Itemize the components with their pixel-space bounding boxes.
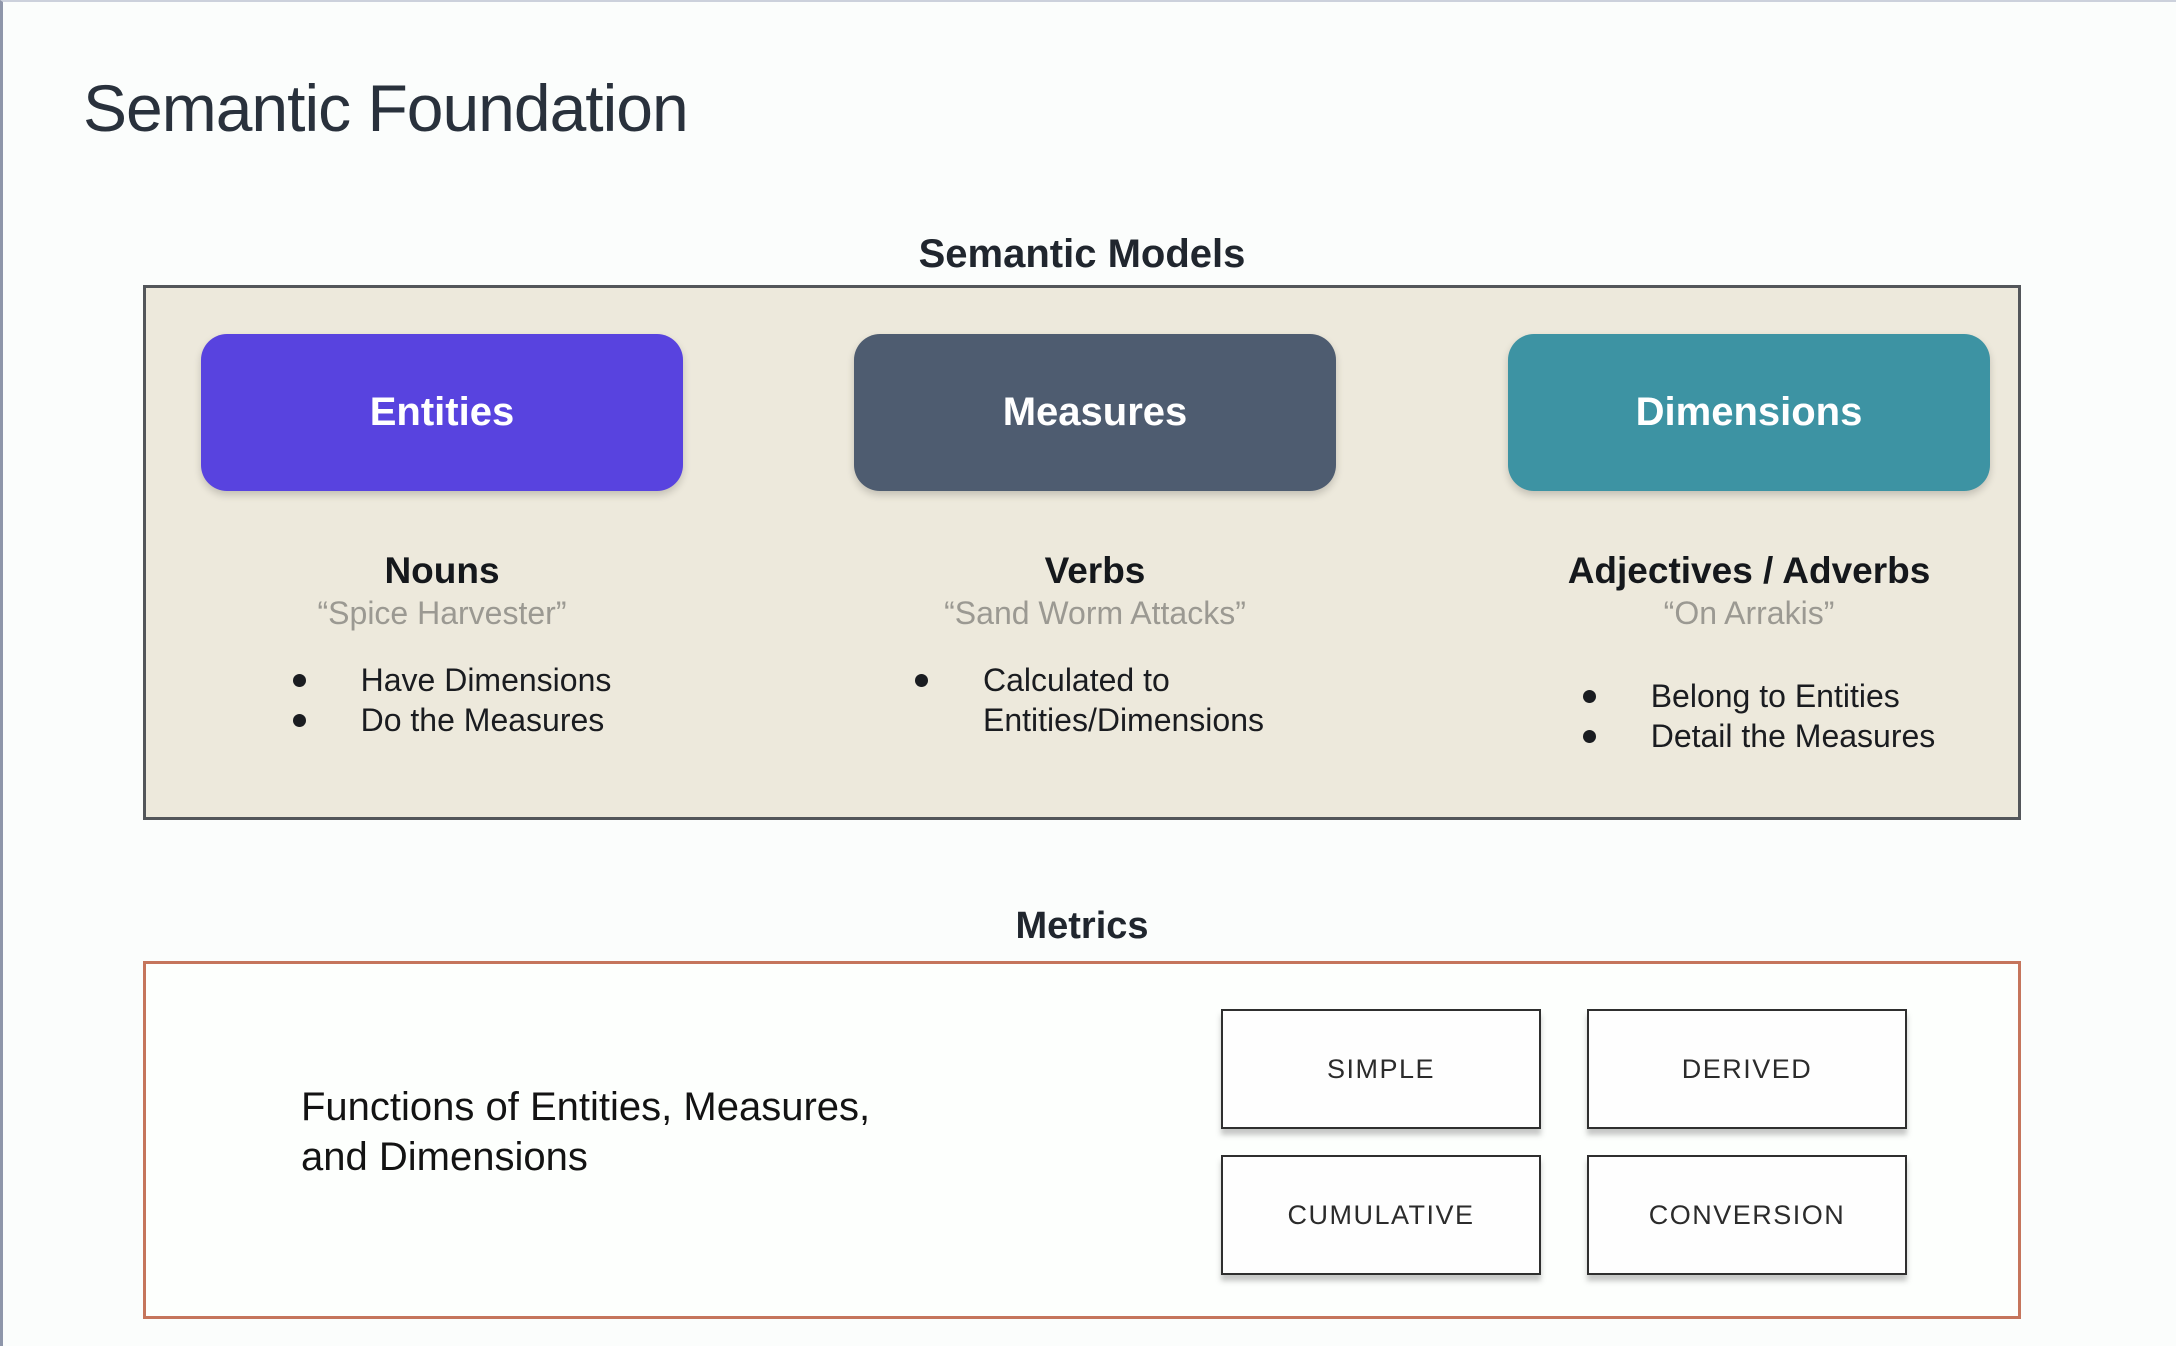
metrics-panel: Functions of Entities, Measures, and Dim… — [143, 961, 2021, 1319]
semantic-models-panel: Entities Measures Dimensions Nouns “Spic… — [143, 285, 2021, 820]
metric-type-conversion: CONVERSION — [1587, 1155, 1907, 1275]
measures-shape: Measures — [854, 334, 1336, 491]
measures-example: “Sand Worm Attacks” — [944, 595, 1246, 631]
metrics-description-line2: and Dimensions — [301, 1135, 588, 1179]
dimensions-part-of-speech: Adjectives / Adverbs — [1567, 550, 1931, 591]
entities-shape: Entities — [201, 334, 683, 491]
entities-column: Nouns “Spice Harvester” Have Dimensions … — [142, 550, 742, 740]
measures-bullet-list: Calculated to Entities/Dimensions — [895, 660, 1295, 740]
metrics-description: Functions of Entities, Measures, and Dim… — [301, 1082, 870, 1182]
dimensions-example: “On Arrakis” — [1663, 595, 1835, 631]
list-item: Do the Measures — [273, 700, 612, 740]
entities-bullet-list: Have Dimensions Do the Measures — [273, 660, 612, 740]
slide-title: Semantic Foundation — [83, 71, 689, 145]
metrics-heading: Metrics — [1015, 905, 1149, 947]
entities-part-of-speech: Nouns — [384, 550, 500, 591]
measures-part-of-speech: Verbs — [1044, 550, 1146, 591]
metric-type-derived: DERIVED — [1587, 1009, 1907, 1129]
dimensions-bullet-list: Belong to Entities Detail the Measures — [1563, 676, 1936, 756]
dimensions-shape: Dimensions — [1508, 334, 1990, 491]
metric-type-cumulative: CUMULATIVE — [1221, 1155, 1541, 1275]
list-item: Belong to Entities — [1563, 676, 1936, 716]
measures-column: Verbs “Sand Worm Attacks” Calculated to … — [795, 550, 1395, 740]
list-item: Have Dimensions — [273, 660, 611, 700]
metrics-description-line1: Functions of Entities, Measures, — [301, 1085, 871, 1129]
entities-example: “Spice Harvester” — [317, 595, 567, 631]
metric-type-simple: SIMPLE — [1221, 1009, 1541, 1129]
list-item: Detail the Measures — [1563, 716, 1935, 756]
list-item: Calculated to Entities/Dimensions — [895, 660, 1295, 740]
dimensions-column: Adjectives / Adverbs “On Arrakis” Belong… — [1449, 550, 2049, 756]
semantic-models-heading: Semantic Models — [918, 232, 1246, 276]
